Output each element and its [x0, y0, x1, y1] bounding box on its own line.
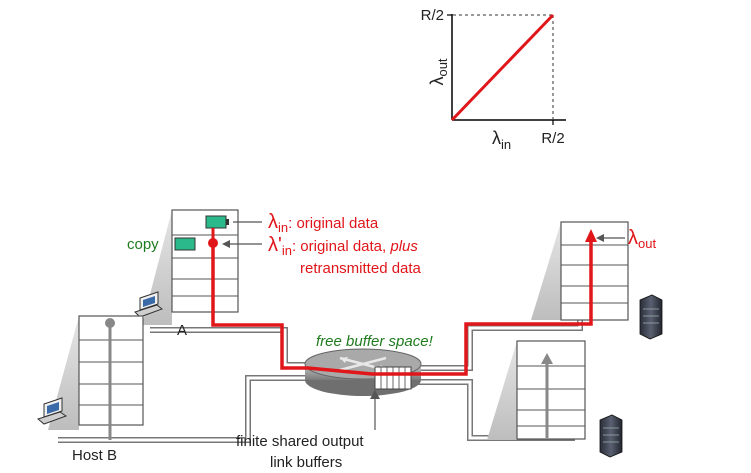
- finite-buffer-line2: link buffers: [270, 454, 342, 471]
- lambda-in-prime-label: λ'in: original data, plus: [268, 234, 418, 258]
- y-axis-sub: out: [435, 58, 450, 76]
- host-d-shadow: [487, 341, 517, 440]
- red-flow: [208, 228, 597, 376]
- retransmitted-label: retransmitted data: [300, 260, 422, 277]
- lambda-in-prime-text: : original data,: [292, 238, 390, 255]
- host-d-rack: [516, 340, 586, 440]
- host-a: A: [142, 209, 239, 339]
- lambda-out-sub: out: [638, 236, 656, 251]
- finite-buffer-line1: finite shared output: [236, 433, 364, 450]
- link-b-router: [58, 376, 318, 442]
- lambda-in-prime-arrowhead: [222, 240, 230, 248]
- annotations: λin: original data λ'in: original data, …: [127, 211, 656, 471]
- lambda-in-sub: in: [278, 220, 288, 235]
- host-c-shadow: [531, 222, 561, 320]
- host-a-label: A: [177, 322, 187, 339]
- host-d: [487, 340, 586, 440]
- x-tick-label: R/2: [541, 130, 564, 147]
- buffer-pointer-arrowhead: [370, 390, 380, 399]
- lambda-in-label: λin: original data: [268, 211, 379, 235]
- laptop-a-icon: [134, 291, 164, 318]
- retransmit-dot: [208, 238, 218, 248]
- free-buffer-label: free buffer space!: [316, 333, 434, 350]
- lambda-in-prime-sub: in: [282, 243, 292, 258]
- x-axis-symbol: λ: [492, 128, 501, 148]
- host-b-flow-dot: [105, 318, 115, 328]
- lambda-in-prime-plus: plus: [389, 238, 418, 255]
- red-flow-path: [211, 240, 593, 376]
- host-d-flow-arrowhead: [541, 353, 553, 364]
- server-c-icon: [639, 294, 663, 340]
- x-axis-sub: in: [501, 137, 511, 152]
- throughput-line: [450, 13, 555, 122]
- link-a-router: [150, 328, 320, 367]
- packet-original-tab: [226, 219, 229, 225]
- host-a-rack: [171, 209, 239, 313]
- lambda-out-symbol: λ: [628, 227, 638, 249]
- throughput-graph: R/2 R/2 λout λin: [421, 7, 566, 152]
- y-tick-label: R/2: [421, 7, 444, 24]
- packet-original: [205, 215, 227, 229]
- server-d-icon: [599, 414, 623, 458]
- lambda-in-text: : original data: [288, 215, 379, 232]
- x-axis-label: λin: [492, 128, 511, 152]
- lambda-in-symbol: λ: [268, 211, 278, 233]
- laptop-b-icon: [36, 397, 68, 425]
- y-axis-symbol: λ: [427, 77, 447, 86]
- lambda-out-arrowhead: [596, 234, 604, 242]
- lambda-out-label: λout: [628, 227, 656, 251]
- red-flow-arrowhead: [585, 229, 597, 242]
- copy-label: copy: [127, 236, 159, 253]
- lambda-in-prime-symbol: λ': [268, 234, 282, 256]
- link-a-router-outline: [150, 327, 320, 368]
- host-c: [531, 221, 629, 321]
- y-axis-label: λout: [427, 58, 450, 85]
- packet-copy: [174, 237, 196, 251]
- host-b-label: Host B: [72, 447, 117, 464]
